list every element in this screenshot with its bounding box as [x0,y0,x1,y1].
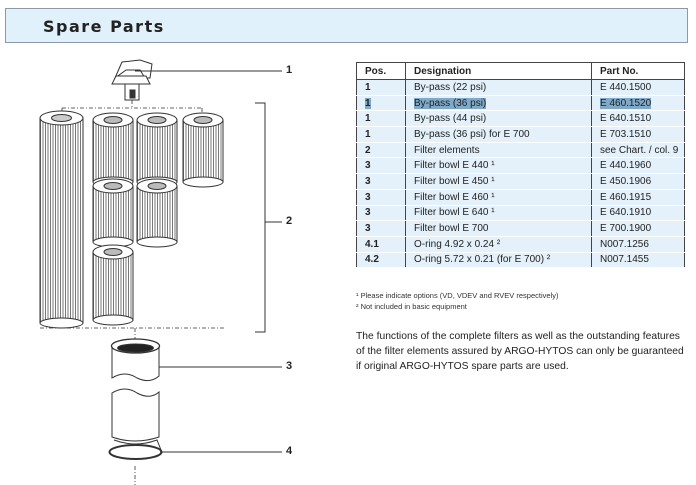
cell-part-no: E 640.1510 [591,110,685,128]
footnotes: ¹ Please indicate options (VD, VDEV and … [356,290,558,312]
cell-part-no: see Chart. / col. 9 [591,142,685,159]
cell-designation: Filter bowl E 440 ¹ [405,157,592,175]
callout-4: 4 [286,445,293,457]
cell-pos: 1 [356,126,406,143]
bypass-valve-part [111,59,153,101]
exploded-parts-diagram [39,59,282,485]
cell-part-no: E 460.1520 [591,95,685,112]
filter-bowl-part [108,338,163,460]
cell-designation: Filter elements [405,142,592,159]
callout-2: 2 [286,215,293,227]
cell-pos: 2 [356,142,406,159]
notice-paragraph: The functions of the complete filters as… [356,331,684,372]
filter-element-long [39,110,84,329]
cell-designation: By-pass (44 psi) [405,110,592,128]
cell-pos: 4.1 [356,236,406,253]
cell-pos: 3 [356,220,406,237]
cell-designation: By-pass (36 psi) [405,95,592,112]
table-header-row: Pos. Designation Part No. [356,62,685,80]
selected-text: E 460.1520 [600,97,652,109]
cell-part-no: E 703.1510 [591,126,685,143]
callout-1: 1 [286,64,293,76]
cell-pos: 1 [356,79,406,96]
cell-part-no: N007.1256 [591,236,685,253]
column-header-pos: Pos. [356,62,406,80]
cell-designation: Filter bowl E 640 ¹ [405,205,592,222]
cell-pos: 3 [356,189,406,206]
cell-designation: By-pass (22 psi) [405,79,592,96]
footnote-1: ¹ Please indicate options (VD, VDEV and … [356,291,559,300]
selected-text: By-pass (36 psi) [414,97,487,109]
cell-part-no: E 450.1906 [591,173,685,190]
cell-designation: By-pass (36 psi) for E 700 [405,126,592,143]
column-header-designation: Designation [405,62,592,80]
cell-pos: 1 [356,110,406,128]
cell-part-no: N007.1455 [591,252,685,269]
footnote-2: ² Not included in basic equipment [356,302,467,311]
section-header: Spare Parts [5,8,688,43]
cell-designation: O-ring 5.72 x 0.21 (for E 700) ² [405,252,592,269]
cell-part-no: E 700.1900 [591,220,685,237]
selected-text: 1 [365,97,371,109]
table-row: 1 By-pass (36 psi) E 460.1520 [356,95,685,112]
cell-part-no: E 640.1910 [591,205,685,222]
column-header-part-no: Part No. [591,62,685,80]
cell-pos: 3 [356,157,406,175]
cell-pos: 3 [356,205,406,222]
cell-designation: Filter bowl E 450 ¹ [405,173,592,190]
cell-designation: Filter bowl E 460 ¹ [405,189,592,206]
cell-part-no: E 440.1500 [591,79,685,96]
page-title: Spare Parts [43,17,165,36]
callout-3: 3 [286,360,293,372]
cell-pos: 1 [356,95,406,112]
cell-part-no: E 440.1960 [591,157,685,175]
cell-part-no: E 460.1915 [591,189,685,206]
cell-designation: O-ring 4.92 x 0.24 ² [405,236,592,253]
callout-leaders [135,70,282,453]
cell-pos: 3 [356,173,406,190]
filter-elements-small [92,112,224,326]
cell-designation: Filter bowl E 700 [405,220,592,237]
cell-pos: 4.2 [356,252,406,269]
